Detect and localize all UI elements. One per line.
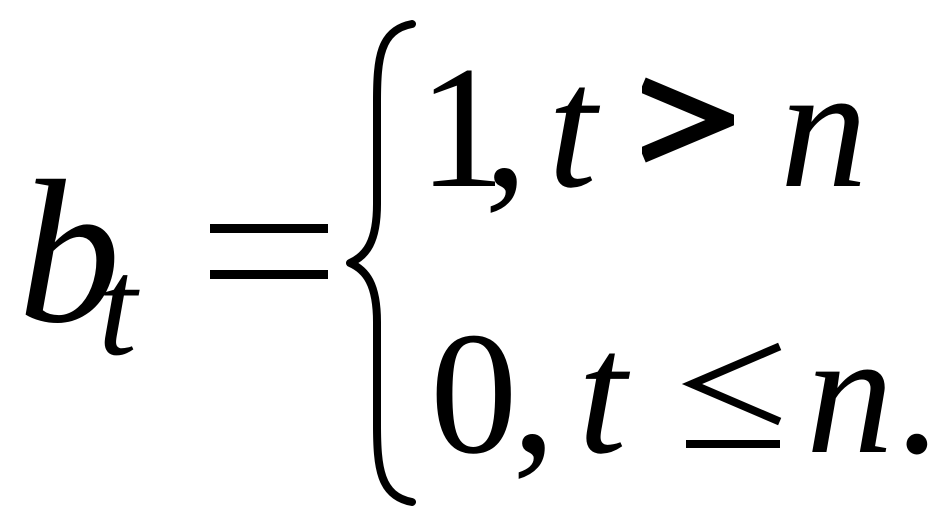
case-2-terminator: . — [895, 296, 939, 490]
case-2-bound: n — [806, 296, 894, 490]
case-2-value: 0 — [430, 296, 518, 490]
greater-than-icon — [642, 77, 734, 163]
equals-sign — [210, 200, 328, 286]
equals-top-bar — [210, 224, 328, 233]
equals-bottom-bar — [210, 270, 328, 279]
left-brace-icon — [346, 20, 416, 506]
lhs-subscript-variable: t — [98, 230, 137, 385]
case-1-variable: t — [548, 30, 597, 224]
case-2-variable: t — [578, 296, 627, 490]
case-1-separator: , — [484, 30, 528, 224]
case-1-value: 1 — [418, 30, 506, 224]
case-2-separator: , — [512, 296, 556, 490]
lhs-base-variable: b — [18, 139, 121, 366]
case-1-bound: n — [780, 30, 868, 224]
less-than-or-equal-icon — [681, 342, 782, 448]
